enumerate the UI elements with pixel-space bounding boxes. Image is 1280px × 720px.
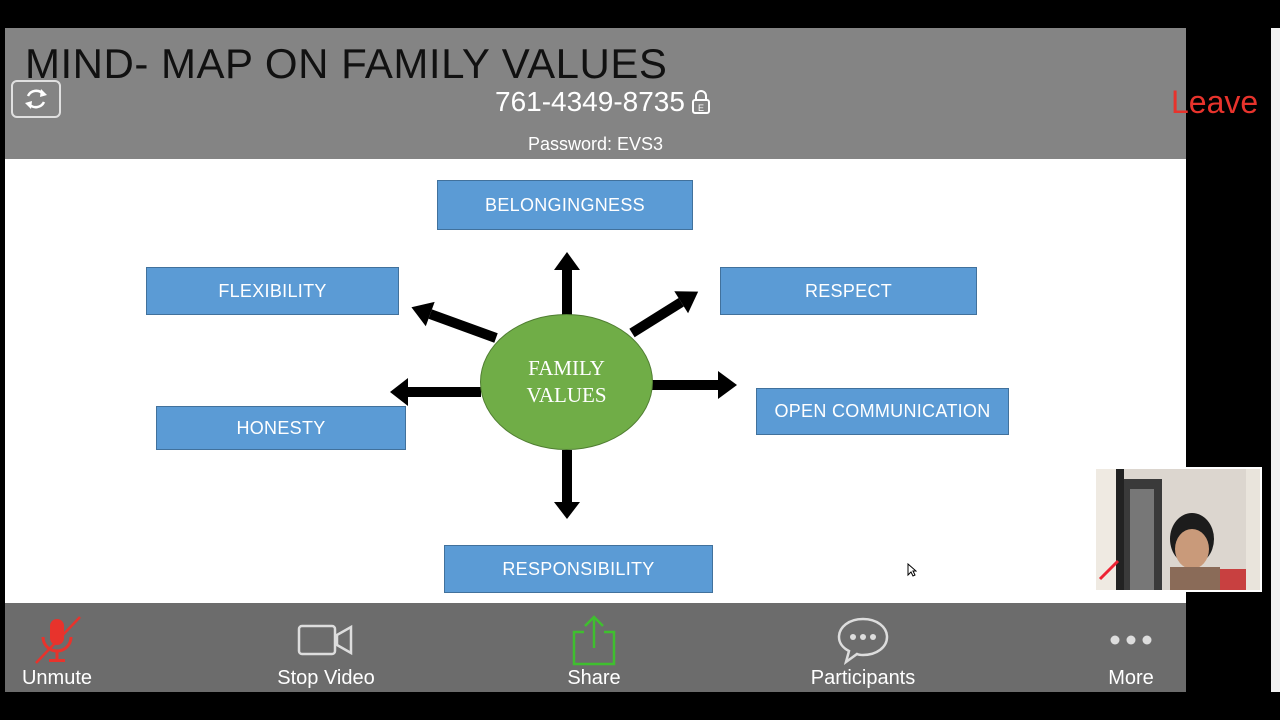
more-button[interactable]: More xyxy=(1101,603,1161,692)
microphone-muted-icon xyxy=(30,613,84,667)
mind-map-arrows xyxy=(390,252,737,519)
stop-video-button[interactable]: Stop Video xyxy=(271,603,381,692)
value-box-respect: RESPECT xyxy=(720,267,977,315)
video-camera-icon xyxy=(296,613,356,667)
share-button[interactable]: Share xyxy=(559,603,629,692)
value-box-responsibility: RESPONSIBILITY xyxy=(444,545,713,593)
center-label-line1: FAMILY xyxy=(528,356,605,380)
slide-title: MIND- MAP ON FAMILY VALUES xyxy=(25,40,668,87)
participants-button[interactable]: Participants xyxy=(805,603,921,692)
meeting-id-text: 761-4349-8735 xyxy=(495,86,685,117)
center-label-line2: VALUES xyxy=(526,383,607,407)
arrow-up xyxy=(554,252,580,316)
more-dots-icon xyxy=(1106,613,1156,667)
value-box-flexibility: FLEXIBILITY xyxy=(146,267,399,315)
switch-camera-button[interactable] xyxy=(11,80,61,118)
unmute-label: Unmute xyxy=(21,667,93,689)
more-label: More xyxy=(1108,667,1154,689)
lock-icon: E xyxy=(691,90,710,114)
chat-bubble-icon xyxy=(835,613,891,667)
share-screen-icon xyxy=(569,613,619,667)
arrow-down xyxy=(554,450,580,519)
self-video-thumbnail[interactable] xyxy=(1094,467,1262,592)
value-box-open-communication: OPEN COMMUNICATION xyxy=(756,388,1009,435)
self-video-feed xyxy=(1096,469,1260,590)
arrow-up-left xyxy=(411,301,498,343)
center-node-family-values: FAMILY VALUES xyxy=(480,314,653,450)
switch-camera-icon xyxy=(25,89,47,109)
arrow-right xyxy=(652,371,737,399)
arrow-left xyxy=(390,378,481,406)
arrow-up-right xyxy=(629,291,699,338)
meeting-top-bar xyxy=(5,28,1186,159)
meeting-password-text: Password: EVS3 xyxy=(527,134,664,154)
shared-screen: BELONGINGNESS FLEXIBILITY RESPECT HONEST… xyxy=(5,28,1186,692)
value-box-belongingness: BELONGINGNESS xyxy=(437,180,693,230)
value-box-honesty: HONESTY xyxy=(156,406,406,450)
meeting-id: 761-4349-8735 E xyxy=(495,86,711,118)
stop-video-label: Stop Video xyxy=(277,667,375,689)
mouse-cursor-icon xyxy=(907,563,917,577)
meeting-password: Password: EVS3 xyxy=(5,134,1186,155)
unmute-button[interactable]: Unmute xyxy=(17,603,97,692)
share-label: Share xyxy=(567,667,621,689)
leave-button[interactable]: Leave xyxy=(1171,84,1259,120)
participants-label: Participants xyxy=(810,667,916,689)
meeting-toolbar: Unmute Stop Video Share xyxy=(5,603,1186,692)
screen-right-edge xyxy=(1271,28,1280,692)
svg-text:E: E xyxy=(698,103,704,113)
